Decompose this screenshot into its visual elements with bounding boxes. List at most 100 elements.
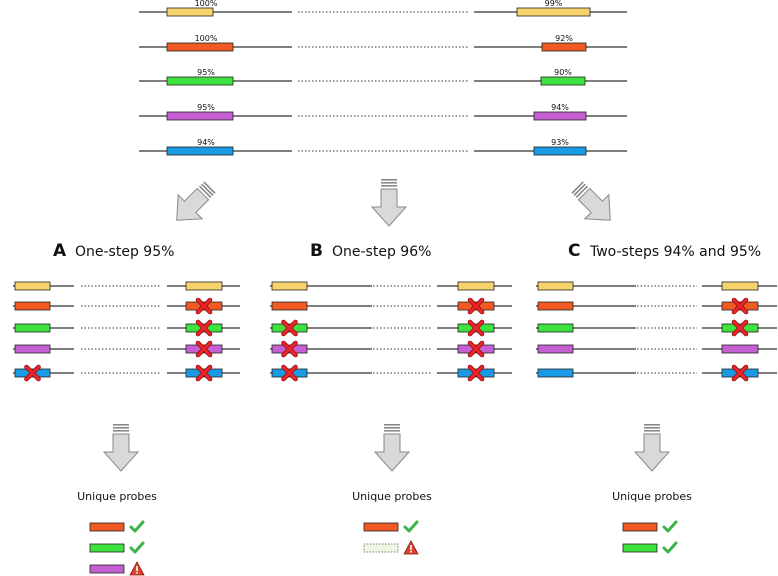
panel-a [13, 281, 240, 576]
probe-box [721, 344, 759, 354]
cross-icon [281, 319, 298, 337]
cross-icon [467, 319, 485, 337]
arrow-body [102, 433, 140, 472]
identity-label: 94% [197, 138, 215, 147]
probe-box [14, 344, 51, 354]
arrow-body [176, 187, 210, 221]
cross-stroke [282, 341, 297, 357]
arrow-stripe [203, 181, 216, 194]
panel-letter: B [310, 241, 323, 261]
arrow-stripe [381, 179, 397, 181]
arrow-stripe [644, 430, 660, 432]
panel-c [536, 281, 777, 554]
arrow-body [370, 188, 408, 227]
cross-icon [195, 364, 213, 382]
arrow-stripe [113, 427, 129, 429]
panel-b [270, 281, 512, 555]
probe-box [537, 301, 574, 311]
cross-icon [731, 364, 749, 382]
cross-icon [731, 319, 749, 337]
result-probe [89, 564, 125, 574]
warning-icon [129, 561, 145, 576]
cross-stroke [468, 298, 484, 314]
panel-row [270, 319, 512, 337]
identity-label: 95% [197, 68, 215, 77]
cross-icon [195, 340, 213, 358]
probe-box [14, 281, 51, 291]
panel-row [536, 319, 777, 337]
arrow-stripe [571, 181, 584, 194]
cross-stroke [468, 365, 484, 381]
probe-box [166, 146, 234, 156]
panel-row [13, 297, 240, 315]
arrow-down [102, 424, 140, 472]
probe-box [14, 323, 51, 333]
top-row [139, 111, 627, 121]
arrow-down [373, 424, 411, 472]
panel-row [270, 297, 512, 315]
arrow-stripe [113, 430, 129, 432]
cross-stroke [282, 365, 297, 381]
arrow-stripe [573, 183, 586, 196]
cross-stroke [732, 365, 748, 381]
cross-stroke [196, 298, 212, 314]
panel-row [536, 281, 777, 291]
result-probe-empty [363, 543, 399, 553]
panel-row [536, 297, 777, 315]
probe-box [166, 7, 214, 17]
probe-box [537, 281, 574, 291]
probe-box [516, 7, 591, 17]
identity-label: 100% [195, 0, 218, 8]
arrow-down [633, 424, 671, 472]
probe-box [537, 323, 574, 333]
cross-icon [467, 297, 485, 315]
cross-stroke [732, 298, 748, 314]
arrow-stripe [198, 185, 212, 199]
cross-icon [467, 340, 485, 358]
panel-row [13, 319, 240, 337]
probe-box [166, 111, 234, 121]
cross-stroke [732, 320, 748, 336]
arrow-stripe [575, 185, 589, 199]
arrow-stripe [644, 427, 660, 429]
unique-probes-label: Unique probes [352, 490, 432, 503]
arrow-body [633, 433, 671, 472]
probe-box [271, 281, 308, 291]
panel-letter: C [568, 241, 580, 261]
cross-icon [731, 297, 749, 315]
cross-stroke [196, 320, 212, 336]
warning-icon [403, 540, 419, 555]
check-icon [662, 520, 678, 533]
arrow-stripe [381, 185, 397, 187]
arrow-stripe [644, 424, 660, 426]
identity-label: 99% [545, 0, 563, 8]
arrow-down-right [571, 181, 611, 221]
arrow-stripe [384, 424, 400, 426]
arrow-stripe [384, 427, 400, 429]
arrow-down-left [176, 181, 216, 221]
probe-box [166, 76, 234, 86]
panel-row [536, 364, 777, 382]
arrow-down [370, 179, 408, 227]
arrow-body [373, 433, 411, 472]
result-probe [622, 543, 658, 553]
panel-title: One-step 95% [75, 244, 174, 260]
cross-stroke [282, 320, 297, 336]
probe-box [537, 344, 574, 354]
panel-row [270, 364, 512, 382]
unique-probes-label: Unique probes [612, 490, 692, 503]
warning-bar [410, 545, 412, 550]
arrow-body [577, 187, 611, 221]
identity-label: 95% [197, 103, 215, 112]
panel-title: One-step 96% [332, 244, 431, 260]
probe-box [457, 281, 495, 291]
cross-icon [195, 319, 213, 337]
result-probe [363, 522, 399, 532]
warning-dot [410, 551, 412, 553]
result-probe [622, 522, 658, 532]
identity-label: 100% [195, 34, 218, 43]
cross-icon [24, 364, 41, 382]
cross-stroke [196, 365, 212, 381]
result-probe [89, 543, 125, 553]
check-icon [129, 520, 145, 533]
